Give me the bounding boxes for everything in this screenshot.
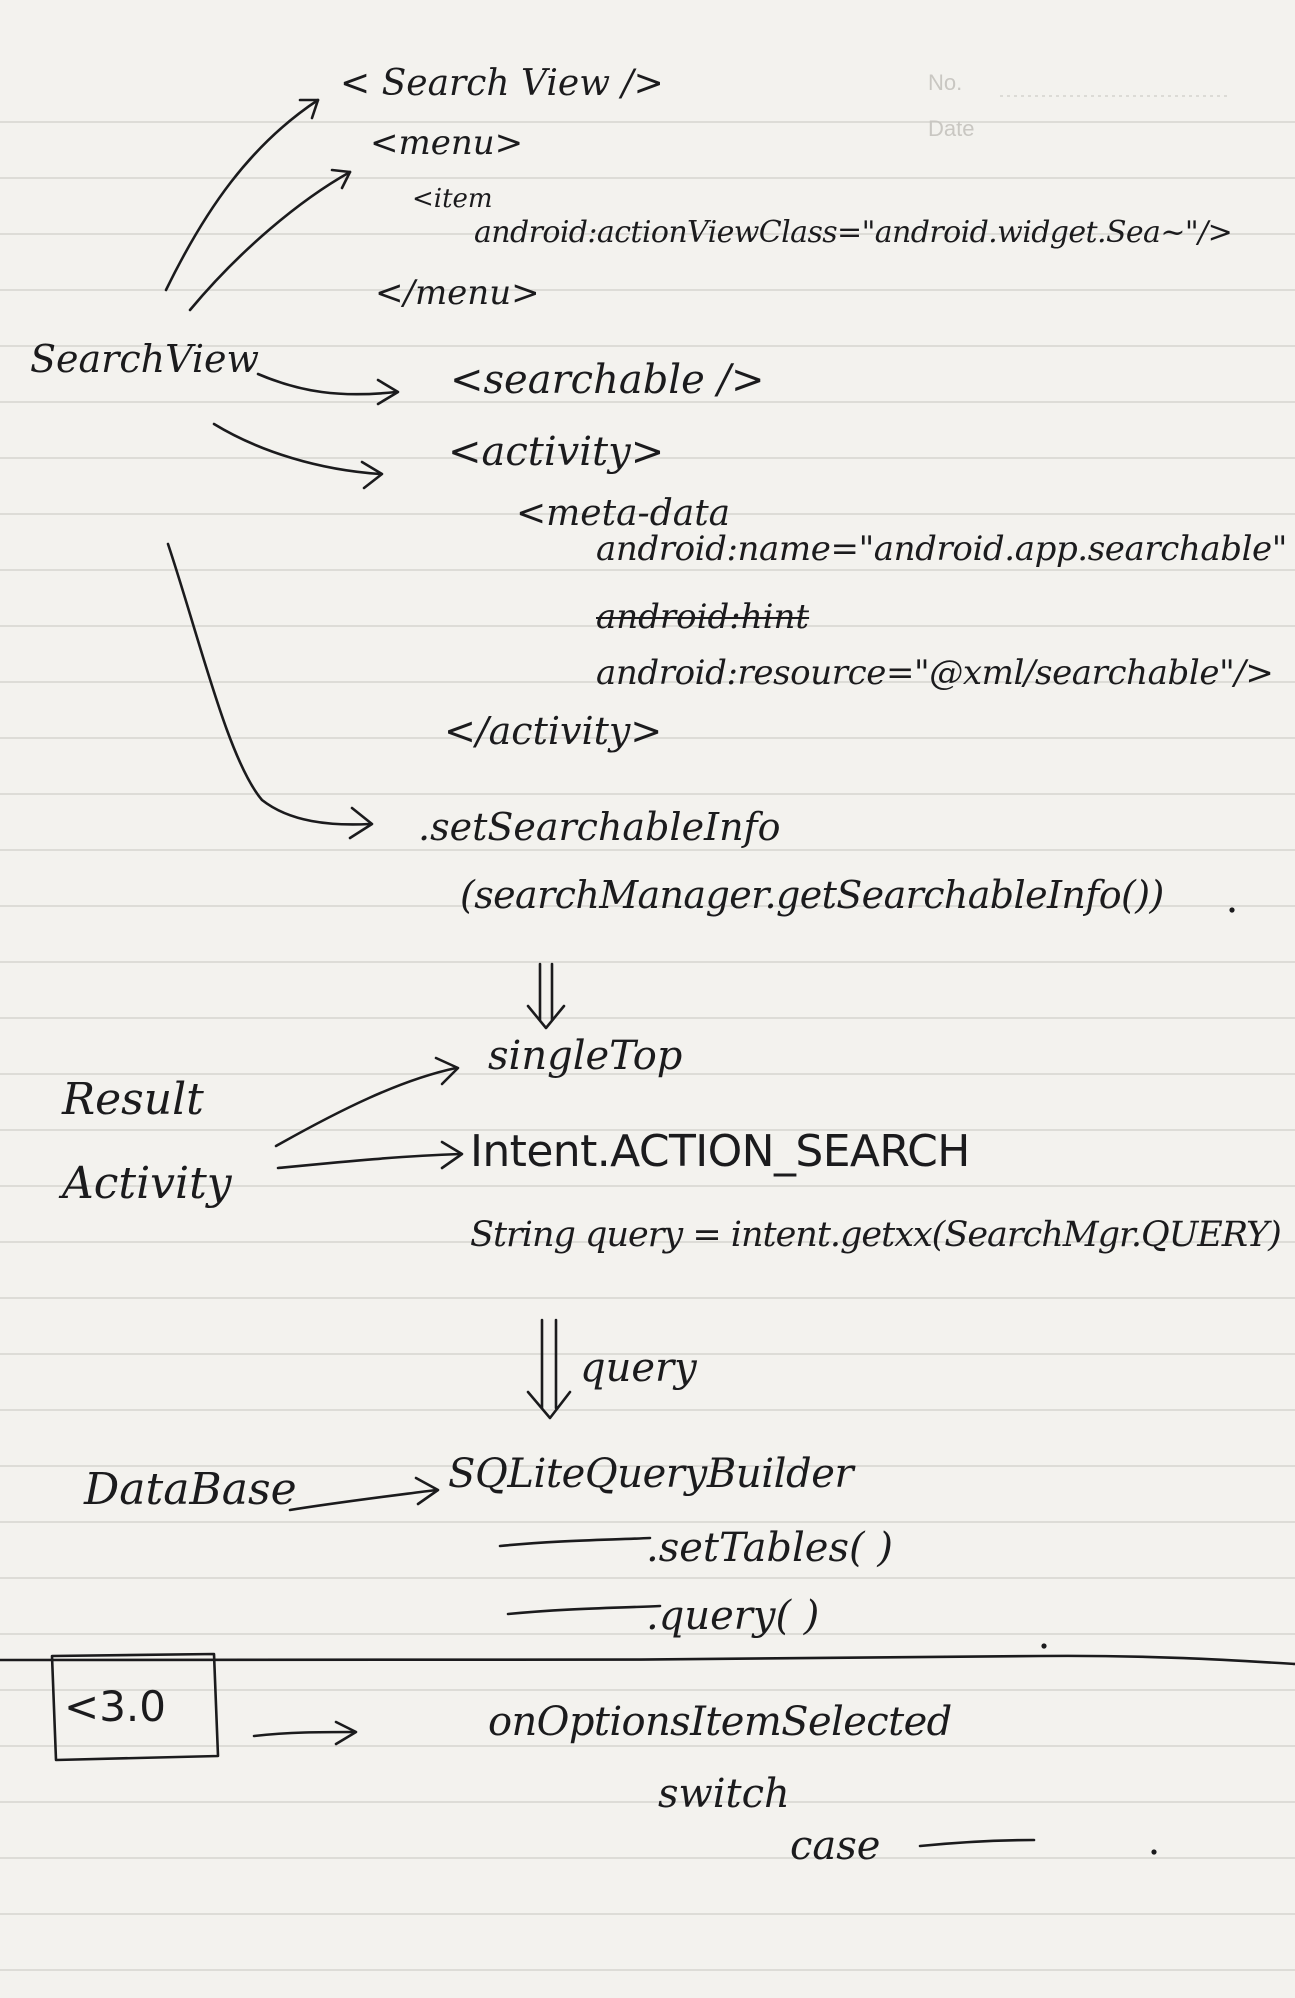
result-activity-label-line1: Result: [62, 1074, 204, 1125]
set-searchable-info-args: (searchManager.getSearchableInfo()): [460, 873, 1164, 917]
query-call: .query( ): [646, 1593, 820, 1639]
activity-close-tag: </activity>: [444, 709, 663, 753]
searchview-label: SearchView: [30, 337, 260, 381]
on-options-item-selected: onOptionsItemSelected: [488, 1699, 952, 1745]
database-label: DataBase: [84, 1464, 297, 1515]
menu-close-tag: </menu>: [375, 273, 540, 313]
meta-data-open-tag: <meta-data: [516, 493, 731, 534]
result-activity-label-line2: Activity: [62, 1158, 232, 1209]
searchable-tag: <searchable />: [450, 357, 765, 403]
activity-open-tag: <activity>: [448, 429, 665, 475]
meta-hint-struck: android:hint: [596, 597, 810, 637]
meta-resource-attr: android:resource="@xml/searchable"/>: [596, 653, 1274, 693]
version-box-label: <3.0: [64, 1682, 166, 1731]
set-tables-call: .setTables( ): [646, 1525, 893, 1571]
switch-keyword: switch: [658, 1771, 790, 1817]
query-label: query: [580, 1345, 697, 1391]
meta-name-attr: android:name="android.app.searchable": [596, 529, 1288, 569]
sqlite-query-builder: SQLiteQueryBuilder: [448, 1451, 854, 1497]
item-open-tag: <item: [412, 184, 493, 214]
string-query-line: String query = intent.getxx(SearchMgr.QU…: [470, 1215, 1282, 1255]
searchview-tag: < Search View />: [340, 63, 664, 104]
menu-open-tag: <menu>: [370, 123, 524, 163]
action-view-class-attr: android:actionViewClass="android.widget.…: [474, 215, 1233, 250]
date-label: Date: [928, 116, 975, 141]
case-keyword: case: [790, 1823, 881, 1869]
intent-action-search: Intent.ACTION_SEARCH: [470, 1126, 970, 1177]
no-label: No.: [928, 70, 963, 95]
single-top: singleTop: [488, 1033, 683, 1079]
set-searchable-info: .setSearchableInfo: [418, 805, 781, 849]
